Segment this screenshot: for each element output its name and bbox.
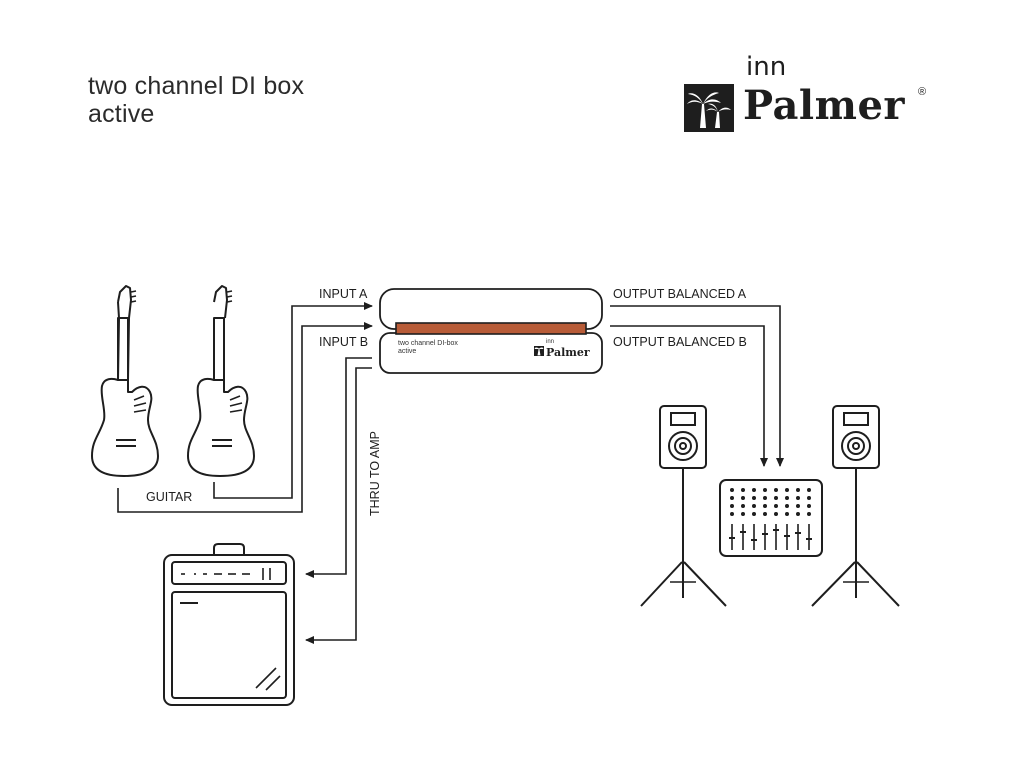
mixer-knob [785,504,789,508]
mixer-knob [741,504,745,508]
mixer-knob [763,504,767,508]
mixer-knob [752,496,756,500]
di-box [379,288,603,374]
guitar-2-icon [187,285,255,477]
speaker-right-icon [811,405,900,607]
mixer-knob [730,488,734,492]
mixer-knob [807,488,811,492]
mixer-knob [730,512,734,516]
mixer-fader [795,524,801,550]
mixer-fader [740,524,746,550]
mixer-knob [807,512,811,516]
output-balanced-a-label: OUTPUT BALANCED A [613,287,747,301]
mixer-knob [730,496,734,500]
device-model-text: two channel DI-box [398,340,458,347]
mixer-fader [729,524,735,550]
mixer-knob [807,496,811,500]
mixer-icon [719,479,823,557]
mixer-knob [774,512,778,516]
guitar-amp-icon [163,543,295,706]
mixer-knob [763,488,767,492]
mixer-knob [741,488,745,492]
thru-to-amp-label: THRU TO AMP [368,431,382,516]
mixer-knob [796,512,800,516]
output-balanced-b-label: OUTPUT BALANCED B [613,335,747,349]
di-box-palm-icon [534,346,544,356]
mixer-fader [784,524,790,550]
title-line-1: two channel DI box [88,72,305,100]
di-box-accent-strip [395,322,587,335]
guitar-label: GUITAR [146,490,193,504]
mixer-knob [807,504,811,508]
mixer-fader [751,524,757,550]
device-active-text: active [398,348,417,355]
mixer-knob [774,496,778,500]
mixer-knob [796,504,800,508]
device-inn-text: inn [546,339,555,345]
mixer-knob [774,488,778,492]
logo-brand-text: Palmer [743,82,905,129]
speaker-left-icon [640,405,727,607]
mixer-knob [785,512,789,516]
mixer-knob [785,496,789,500]
logo-registered-mark: ® [918,86,927,98]
mixer-knob [774,504,778,508]
logo-inn-text: inn [746,52,787,82]
mixer-fader [806,524,812,550]
diagram-title: two channel DI box active [88,72,304,128]
mixer-knob [752,488,756,492]
mixer-knob [763,512,767,516]
mixer-fader [762,524,768,550]
mixer-knob [796,496,800,500]
output-cables [610,305,784,467]
device-brand-text: Palmer [546,346,590,359]
mixer-knob [785,488,789,492]
mixer-knob [763,496,767,500]
mixer-knob [752,512,756,516]
mixer-knob [741,512,745,516]
mixer-knob [752,504,756,508]
palm-tree-logo-icon [684,84,734,132]
guitar-cables [117,302,373,513]
input-b-label: INPUT B [319,335,369,349]
input-a-label: INPUT A [319,287,368,301]
mixer-knob [741,496,745,500]
title-line-2: active [88,100,155,128]
thru-cables [305,357,372,644]
mixer-knob [796,488,800,492]
mixer-fader [773,524,779,550]
mixer-knob [730,504,734,508]
guitar-1-icon [91,285,159,477]
